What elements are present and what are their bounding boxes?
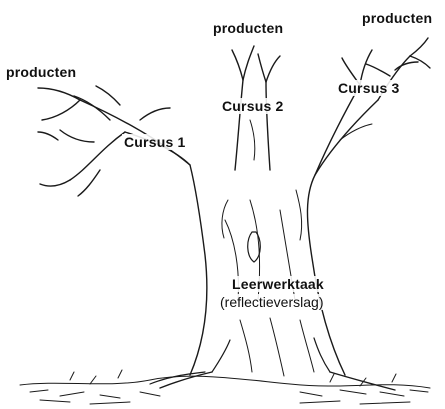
branch-2-label: Cursus 2 bbox=[220, 98, 286, 114]
branch-3-tip-label: producten bbox=[362, 10, 432, 26]
trunk-label: Leerwerktaak bbox=[230, 276, 326, 292]
ground bbox=[20, 370, 430, 404]
branch-2-tip-label: producten bbox=[213, 20, 283, 36]
branch-1-tip-label: producten bbox=[6, 64, 76, 80]
branch-3 bbox=[315, 38, 430, 175]
branch-1-label: Cursus 1 bbox=[122, 134, 188, 150]
branch-3-label: Cursus 3 bbox=[336, 80, 402, 96]
trunk-sublabel: (reflectieverslag) bbox=[218, 294, 325, 310]
